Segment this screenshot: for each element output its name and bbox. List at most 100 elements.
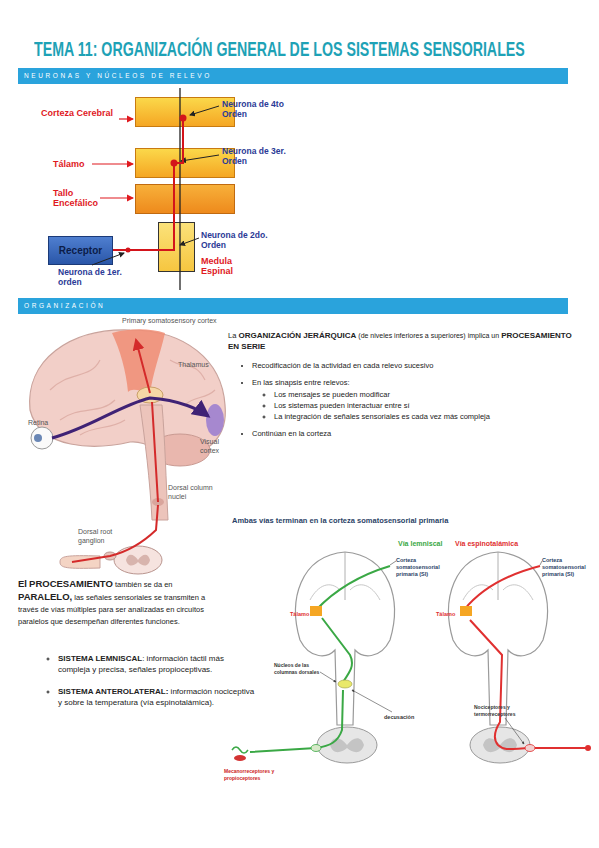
list-item: Recodificación de la actividad en cada r… [252,361,592,370]
sagittal-brain [126,555,150,566]
text-run: La integración de señales sensoriales es… [274,412,490,421]
band-heading: NEURONAS Y NÚCLEOS DE RELEVO [18,68,568,84]
spinal-box: Medula Espinal [158,222,195,272]
list-item: En las sinapsis entre relevos: Los mensaj… [252,378,592,421]
pathway-diagram [232,552,591,763]
part-label: Corteza somatosensorial primaria (SI) [396,557,448,578]
level-name: Medula Espinal [201,256,256,276]
text-run: PARALELO, [18,591,72,602]
bullet-list: SISTEMA LEMNISCAL: información táctil má… [22,654,258,720]
sub-list: Los mensajes se pueden modificarLos sist… [252,390,592,421]
receptor-name: Receptor [59,245,102,256]
part-label: Dorsal column nuclei [168,484,226,501]
band-heading: ORGANIZACIÓN [18,298,568,314]
section-band: NEURONAS Y NÚCLEOS DE RELEVO [18,68,568,84]
sagittal-brain [72,340,158,562]
text-run: Recodificación de la actividad en cada r… [252,361,433,370]
figure-heading: Ambas vías terminan en la corteza somato… [232,516,562,525]
part-label: Primary somatosensory cortex [122,317,222,326]
pathway-diagram [390,561,396,565]
neuron-connector [182,127,184,148]
part-label: Retina [28,419,68,428]
bullet-list: Recodificación de la actividad en cada r… [236,361,592,446]
part-label: Visual cortex [200,438,234,455]
text-run: Los sistemas pueden interactuar entre sí [274,401,410,410]
part-label: Mecanorreceptores y propioceptores [224,768,296,781]
text-run: ORGANIZACIÓN JERÁRQUICA [238,331,356,340]
pathway-diagram [585,745,591,751]
pathway-diagram [232,747,248,753]
neuron-label: Neurona de 2do. Orden [201,230,273,250]
part-label: Corteza somatosensorial primaria (SI) [542,557,594,578]
relay-level: Tálamo [135,148,235,178]
text-run: Los mensajes se pueden modificar [274,390,390,399]
part-label: Dorsal root ganglion [78,528,134,545]
list-item: Continúan en la corteza [252,429,592,438]
part-label: Tálamo [436,611,462,618]
text-run: PROCESAMIENTO [29,578,113,589]
text-run: El [18,578,27,589]
relay-level: Tallo Encefálico [135,184,235,214]
sagittal-brain [30,330,226,455]
pathway-diagram [352,690,392,712]
text-run: también se da en [115,580,173,589]
section-band: ORGANIZACIÓN [18,298,568,314]
sagittal-brain [112,329,165,395]
sagittal-brain [52,398,208,438]
sagittal-brain [31,427,53,449]
text-run: En las sinapsis entre relevos: [252,378,350,387]
paragraph: La ORGANIZACIÓN JERÁRQUICA (de niveles i… [228,330,573,352]
pathway-diagram [464,566,590,749]
pathway-diagram [311,745,321,752]
list-item: La integración de señales sensoriales es… [274,412,592,421]
relay-level: Corteza Cerebral [135,97,235,127]
neuron-terminal [126,248,131,253]
receptor-box: Receptor [48,236,113,265]
pathway-diagram [525,745,535,752]
neuron-label: Neurona de 4to Orden [222,99,294,119]
text-run: La [228,331,236,340]
paragraph: El PROCESAMIENTO también se da en PARALE… [18,578,223,628]
part-label: Tálamo [290,611,316,618]
part-label: Núcleos de las columnas dorsales [274,662,326,675]
sagittal-brain [34,434,42,442]
sagittal-brain [152,498,164,506]
text-run: Continúan en la corteza [252,429,331,438]
sagittal-brain [60,556,100,569]
pathway-diagram [540,561,542,565]
part-label: Nociceptores y termorreceptores [474,704,534,717]
list-item: SISTEMA ANTEROLATERAL: información nocic… [58,687,258,708]
level-pointer [119,118,133,119]
level-pointer [92,119,133,198]
pathway-diagram [460,606,472,616]
level-pointer [92,163,133,164]
pathway-diagram [505,718,524,744]
sagittal-brain [206,404,224,436]
list-item: Los sistemas pueden interactuar entre sí [274,401,592,410]
neuron-label: Neurona de 3er. Orden [222,146,294,166]
sagittal-brain [140,405,168,520]
pathway-diagram [296,552,395,763]
sagittal-brain [50,360,215,435]
pathway-diagram [310,606,322,616]
pathway-diagram [234,755,246,761]
part-label: decusación [384,714,434,721]
page-title: TEMA 11: ORGANIZACIÓN GENERAL DE LOS SIS… [34,38,525,60]
list-item: Los mensajes se pueden modificar [274,390,592,399]
level-name: Corteza Cerebral [41,108,121,118]
neuron-label: Neurona de 1er. orden [58,267,130,287]
neuron-connector [113,249,158,251]
pathway-diagram [250,566,390,752]
pathway-name: Vía espinotalámica [455,540,555,549]
text-run: SISTEMA LEMNISCAL [58,654,142,663]
level-name: Tallo Encefálico [53,188,103,208]
level-name: Tálamo [53,159,113,169]
sagittal-brain [137,387,163,403]
text-run: (de niveles inferiores a superiores) imp… [358,332,499,339]
pathway-diagram [449,552,548,763]
pathway-diagram [338,680,352,688]
